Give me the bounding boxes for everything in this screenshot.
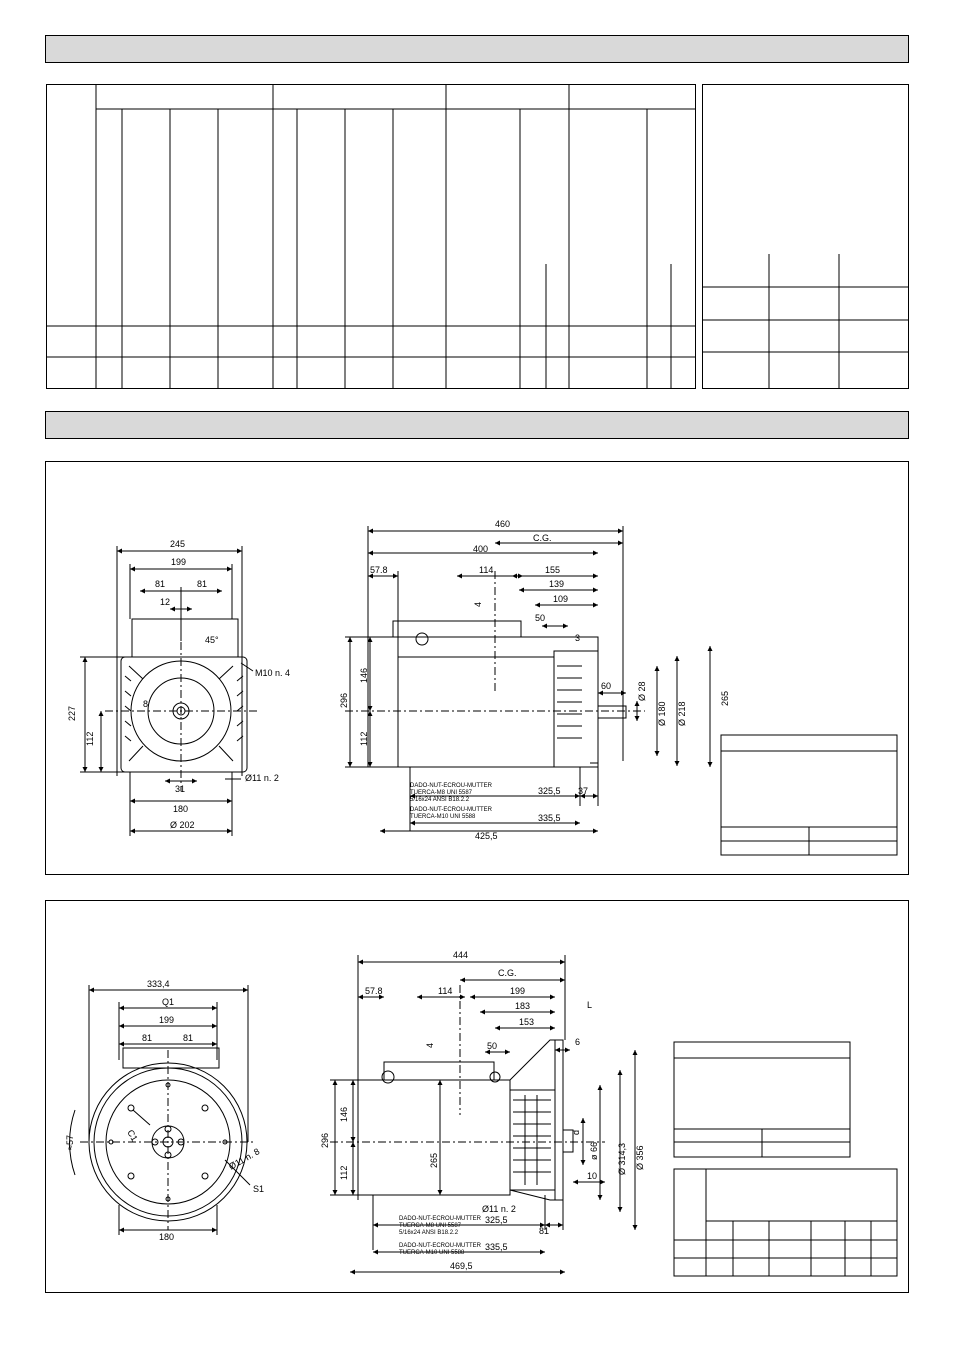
dim-400: 400	[473, 544, 488, 554]
side-view-2	[330, 955, 638, 1275]
dim-4: 4	[473, 602, 483, 607]
dim-335-5-b: 335,5	[485, 1242, 508, 1252]
section-header-bar-middle	[45, 411, 909, 439]
dim-139: 139	[549, 579, 564, 589]
dim-50-b: 50	[487, 1041, 497, 1051]
dia-180: Ø 180	[657, 701, 667, 726]
nut2-line1: DADO-NUT-ECROU-MUTTER	[410, 807, 493, 813]
dim-109: 109	[553, 594, 568, 604]
dim-296: 296	[339, 693, 349, 708]
dim-3: 3	[575, 633, 580, 643]
drawing-1: 245 199 81 81 12 45° M10 n. 4 227 112 8 …	[67, 519, 898, 856]
dim-81-side: 81	[539, 1226, 549, 1236]
angle-45: 45°	[205, 635, 219, 645]
dim-112-b: 112	[339, 1166, 349, 1180]
dim-31: 31	[175, 784, 185, 794]
dim-425-5: 425,5	[475, 831, 498, 841]
info-table	[702, 84, 909, 389]
dim-57-8-b: 57.8	[365, 986, 383, 996]
drawing-2-label-table-b	[673, 1168, 898, 1277]
side-view-1	[345, 526, 713, 834]
nut1-line1: DADO-NUT-ECROU-MUTTER	[410, 783, 493, 789]
nut2-line1-b: DADO-NUT-ECROU-MUTTER	[399, 1243, 482, 1249]
dia-314-3: Ø 314,3	[617, 1143, 627, 1175]
dim-6: 6	[575, 1037, 580, 1047]
dim-10: 10	[587, 1171, 597, 1181]
drawing-2: 333,4 Q1 199 81 81 ≈57 C1 Ø11 n. 8 S1 18…	[65, 950, 898, 1277]
nut2-line2: TUERCA-M10 UNI 5588	[410, 814, 476, 820]
dia-28: Ø 28	[637, 681, 647, 701]
dim-265: 265	[720, 691, 730, 706]
dim-199-b: 199	[159, 1015, 174, 1025]
dim-335-5: 335,5	[538, 813, 561, 823]
c1-label: C1	[125, 1128, 139, 1143]
dim-57-8: 57.8	[370, 565, 388, 575]
data-table	[46, 84, 696, 389]
dim-114: 114	[479, 565, 493, 575]
dim-60: 60	[601, 681, 611, 691]
dim-333-4: 333,4	[147, 979, 170, 989]
dim-12: 12	[160, 597, 170, 607]
dim-199-side: 199	[510, 986, 525, 996]
m10-label: M10 n. 4	[255, 668, 290, 678]
dim-146: 146	[359, 668, 369, 683]
drawing-1-label-table	[720, 734, 898, 856]
dim-325-5-b: 325,5	[485, 1215, 508, 1225]
dim-Q1: Q1	[162, 997, 174, 1007]
dim-50: 50	[535, 613, 545, 623]
dim-146-b: 146	[339, 1107, 349, 1122]
cg-label: C.G.	[533, 533, 552, 543]
info-table-grid	[702, 254, 909, 389]
dim-199: 199	[171, 557, 186, 567]
dim-180: 180	[173, 804, 188, 814]
dia-66: ø 66	[589, 1142, 599, 1160]
angle-57: ≈57	[65, 1135, 75, 1150]
cg-label-b: C.G.	[498, 968, 517, 978]
dim-183: 183	[515, 1001, 530, 1011]
dim-202: Ø 202	[170, 820, 195, 830]
dim-245: 245	[170, 539, 185, 549]
dim-37: 37	[578, 786, 588, 796]
dim-81b: 81	[197, 579, 207, 589]
hole-11: Ø11 n. 2	[245, 773, 279, 783]
dim-81b-b: 81	[183, 1033, 193, 1043]
dim-265-b: 265	[429, 1153, 439, 1168]
dia-d: d	[571, 1130, 581, 1135]
dim-325-5: 325,5	[538, 786, 561, 796]
drawing-2-label-table-a	[673, 1041, 851, 1158]
front-view-1	[80, 546, 260, 836]
drawing-box-1: 245 199 81 81 12 45° M10 n. 4 227 112 8 …	[45, 461, 909, 875]
nut1-line2-b: TUERCA-M8 UNI 5587	[399, 1223, 462, 1229]
nut2-line2-b: TUERCA-M10 UNI 5588	[399, 1250, 465, 1256]
dim-81a-b: 81	[142, 1033, 152, 1043]
drawing-box-2: 333,4 Q1 199 81 81 ≈57 C1 Ø11 n. 8 S1 18…	[45, 900, 909, 1293]
front-view-2	[69, 985, 255, 1235]
dim-114-b: 114	[438, 986, 452, 996]
dim-469-5: 469,5	[450, 1261, 473, 1271]
section-header-bar-top	[45, 35, 909, 63]
dim-112-side: 112	[359, 732, 369, 746]
dim-4-b: 4	[425, 1043, 435, 1048]
hole-11-n2-b: Ø11 n. 2	[482, 1204, 516, 1214]
dia-218: Ø 218	[677, 701, 687, 726]
dim-L: L	[587, 1000, 592, 1010]
dia-356: Ø 356	[635, 1145, 645, 1170]
dim-444: 444	[453, 950, 468, 960]
dim-460: 460	[495, 519, 510, 529]
dim-227: 227	[67, 706, 77, 721]
dim-180-b: 180	[159, 1232, 174, 1242]
s1-label: S1	[253, 1184, 264, 1194]
nut1-line3: 5/16x24 ANSI B18.2.2	[410, 797, 470, 803]
nut1-line1-b: DADO-NUT-ECROU-MUTTER	[399, 1216, 482, 1222]
hole-11-n8: Ø11 n. 8	[227, 1146, 261, 1172]
dim-81a: 81	[155, 579, 165, 589]
dim-155: 155	[545, 565, 560, 575]
dim-153: 153	[519, 1017, 534, 1027]
nut1-line3-b: 5/16x24 ANSI B18.2.2	[399, 1230, 459, 1236]
dim-296-b: 296	[320, 1133, 330, 1148]
data-table-grid	[46, 84, 696, 389]
dim-112: 112	[85, 732, 95, 746]
nut1-line2: TUERCA-M8 UNI 5587	[410, 790, 473, 796]
dim-8: 8	[143, 699, 148, 709]
